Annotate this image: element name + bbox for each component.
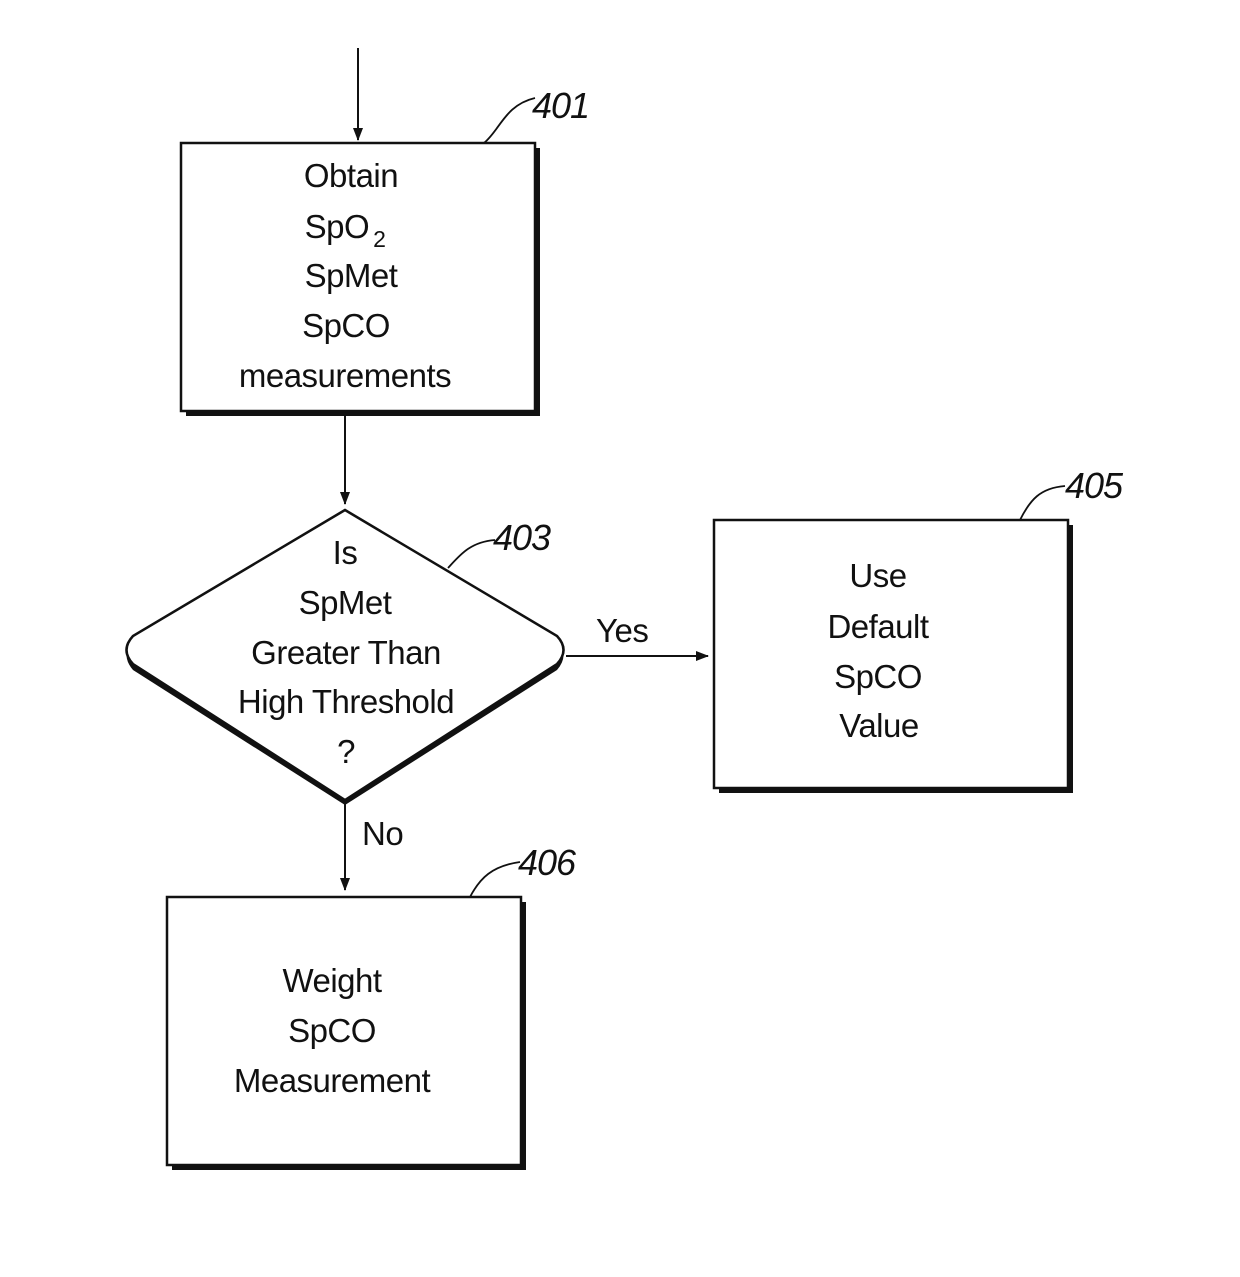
ref-406-leader	[470, 862, 520, 897]
no-label: No	[362, 815, 403, 852]
diamond-403-line-4: High Threshold	[238, 683, 454, 720]
ref-403-leader	[448, 540, 495, 568]
yes-label: Yes	[596, 612, 648, 649]
ref-405-leader	[1020, 486, 1065, 520]
box-401-line-1: Obtain	[304, 157, 398, 194]
ref-403-label: 403	[493, 517, 551, 558]
diamond-403-line-2: SpMet	[299, 584, 392, 621]
box-406-line-1: Weight	[282, 962, 381, 999]
box-406-line-2: SpCO	[288, 1012, 376, 1049]
process-box-405: Use Default SpCO Value	[714, 520, 1073, 793]
process-box-406: Weight SpCO Measurement	[167, 897, 526, 1170]
process-box-401: Obtain SpO2 SpMet SpCO measurements	[181, 143, 540, 416]
diamond-403-line-1: Is	[333, 534, 358, 571]
box-405-line-1: Use	[849, 557, 906, 594]
diamond-403-line-3: Greater Than	[251, 634, 441, 671]
diamond-403-line-5: ?	[337, 733, 355, 770]
box-405-line-4: Value	[839, 707, 918, 744]
box-405-line-2: Default	[827, 608, 928, 645]
box-405-line-3: SpCO	[834, 658, 922, 695]
ref-406-label: 406	[518, 842, 577, 883]
box-406-line-3: Measurement	[234, 1062, 431, 1099]
box-401-line-4: SpCO	[302, 307, 390, 344]
ref-401-leader	[484, 98, 535, 143]
ref-401-label: 401	[532, 85, 589, 126]
box-401-line-5: measurements	[239, 357, 451, 394]
box-401-line-3: SpMet	[305, 257, 398, 294]
ref-405-label: 405	[1065, 465, 1124, 506]
